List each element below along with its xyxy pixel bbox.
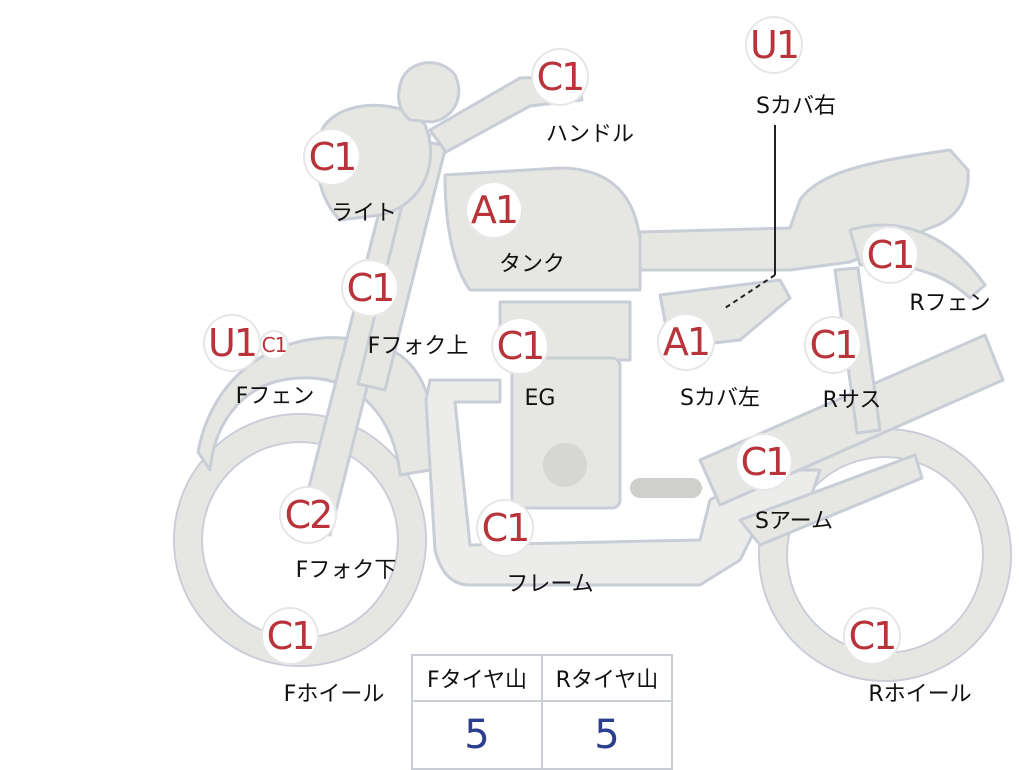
seat-cover-left-grade-badge[interactable]: A1 [657, 313, 715, 371]
front-fender-secondary-grade-badge[interactable]: C1 [259, 330, 289, 360]
rear-wheel-label: Rホイール [868, 682, 972, 707]
seat-cover-right-label: Sカバ右 [756, 94, 836, 119]
rear-wheel-grade-badge[interactable]: C1 [843, 607, 901, 665]
swing-arm-grade-badge[interactable]: C1 [735, 433, 793, 491]
fork-lower-grade-badge[interactable]: C2 [279, 486, 337, 544]
rear-suspension-label: Rサス [822, 388, 882, 413]
front-wheel-grade-badge[interactable]: C1 [261, 607, 319, 665]
seat-cover-right-grade-badge[interactable]: U1 [745, 16, 803, 74]
engine-label: EG [524, 386, 556, 411]
seat-cover-left-label: Sカバ左 [680, 386, 760, 411]
fork-upper-label: Fフォク上 [367, 334, 469, 359]
handle-grade-badge[interactable]: C1 [531, 48, 589, 106]
tire-tread-table: Fタイヤ山 Rタイヤ山 5 5 [411, 654, 673, 770]
front-tire-tread-header: Fタイヤ山 [411, 654, 543, 702]
front-fender-grade-badge[interactable]: U1 [203, 314, 261, 372]
rear-fender-label: Rフェン [909, 291, 991, 316]
fork-lower-label: Fフォク下 [295, 558, 397, 583]
rear-tire-tread-value[interactable]: 5 [541, 700, 673, 770]
light-label: ライト [330, 201, 398, 226]
front-wheel-label: Fホイール [283, 682, 385, 707]
rear-suspension-grade-badge[interactable]: C1 [804, 316, 862, 374]
engine-grade-badge[interactable]: C1 [491, 317, 549, 375]
frame-grade-badge[interactable]: C1 [476, 499, 534, 557]
rear-tire-tread-header: Rタイヤ山 [541, 654, 673, 702]
rear-fender-grade-badge[interactable]: C1 [861, 226, 919, 284]
light-grade-badge[interactable]: C1 [303, 128, 361, 186]
handle-label: ハンドル [545, 122, 635, 147]
swing-arm-label: Sアーム [755, 509, 833, 534]
frame-label: フレーム [506, 572, 594, 597]
front-tire-tread-value[interactable]: 5 [411, 700, 543, 770]
rear-wheel-shape [760, 430, 1010, 680]
tank-grade-badge[interactable]: A1 [465, 181, 523, 239]
tank-label: タンク [498, 252, 566, 277]
fork-upper-grade-badge[interactable]: C1 [341, 259, 399, 317]
front-fender-label: Fフェン [235, 384, 315, 409]
